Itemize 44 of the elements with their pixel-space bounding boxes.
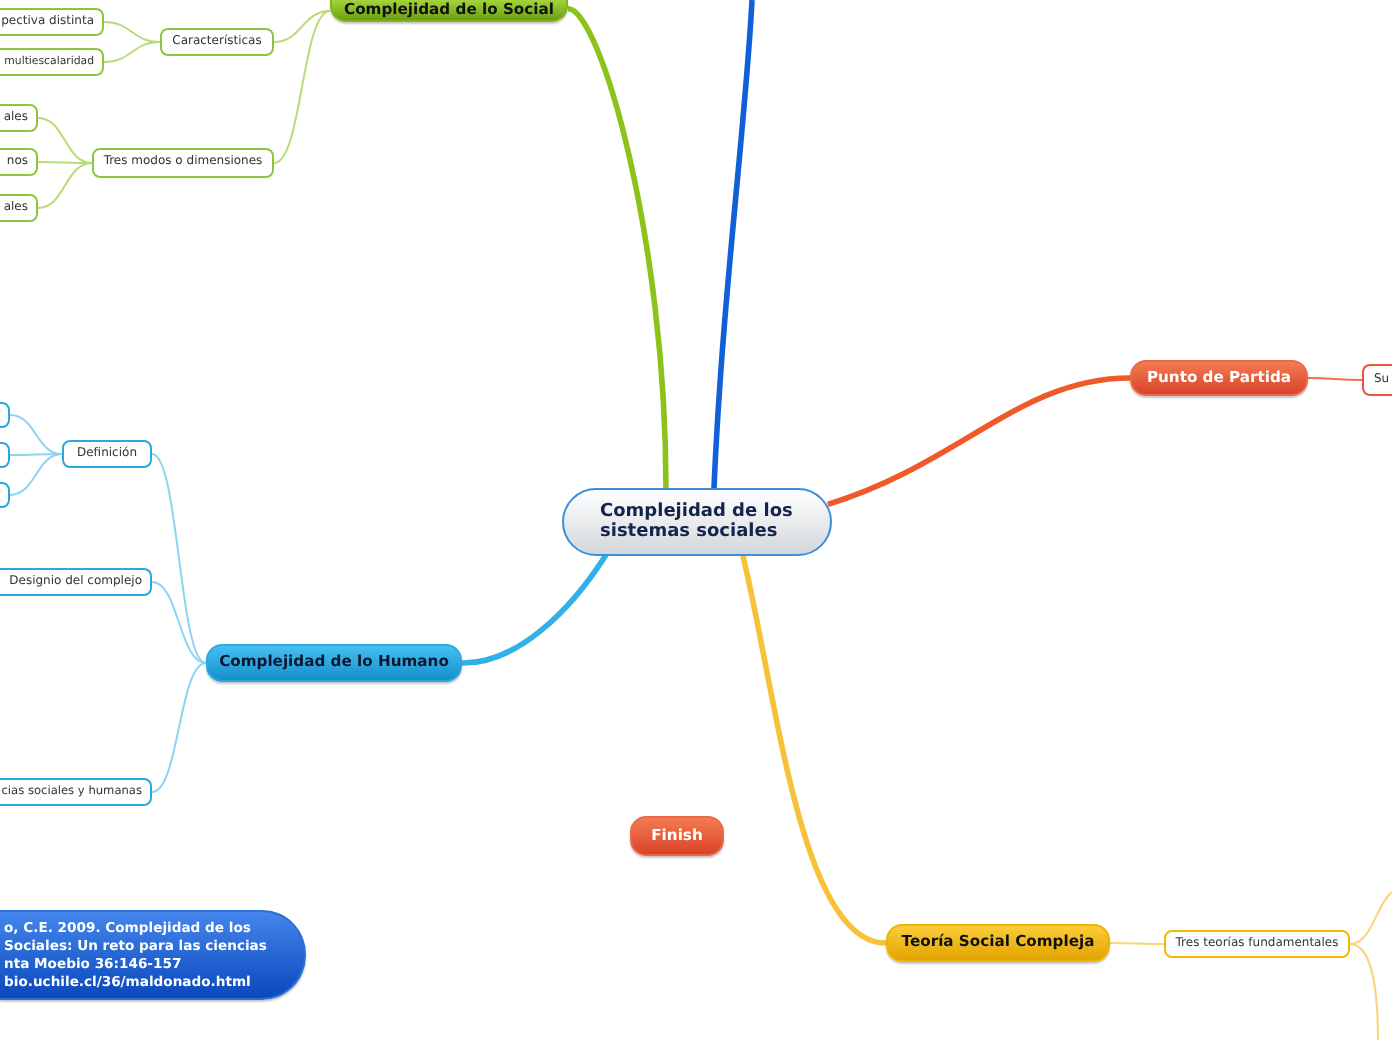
- topic-box: [330, 0, 568, 22]
- box-shape: [0, 402, 10, 428]
- subtopic-box: [0, 104, 38, 132]
- box-shape: [0, 482, 10, 508]
- subtopic-box: [0, 194, 38, 222]
- topic-box: [886, 924, 1110, 962]
- branch-line: [1307, 377, 1363, 381]
- branch-line: [103, 41, 161, 63]
- branch-line: [827, 375, 1131, 507]
- branch-line: [151, 581, 207, 664]
- branch-line: [461, 552, 609, 666]
- branch-line: [1349, 891, 1392, 945]
- branch-line: [37, 161, 93, 164]
- subtopic-box: [1362, 364, 1392, 396]
- box-shape: [0, 442, 10, 468]
- topic-box: [1130, 360, 1308, 396]
- subtopic-box: [62, 440, 152, 468]
- branch-line: [740, 555, 887, 946]
- topic-box: [206, 644, 462, 682]
- branch-line: [1109, 942, 1165, 945]
- branch-line: [566, 6, 669, 489]
- subtopic-box: [160, 28, 274, 56]
- subtopic-box: [0, 568, 152, 596]
- branch-line: [151, 662, 207, 793]
- branch-line: [273, 10, 331, 43]
- topic-box: [630, 816, 724, 856]
- branch-line: [9, 414, 63, 455]
- subtopic-box: [92, 148, 274, 178]
- subtopic-box: [0, 778, 152, 806]
- central-topic-box: [562, 488, 832, 556]
- branch-line: [711, 0, 755, 489]
- subtopic-box: [0, 148, 38, 176]
- branch-line: [9, 453, 63, 496]
- branch-line: [151, 453, 207, 664]
- subtopic-box: [1164, 930, 1350, 958]
- branch-line: [273, 10, 331, 164]
- central-topic-label: Complejidad de los sistemas sociales: [600, 501, 795, 543]
- branch-line: [37, 117, 93, 164]
- branch-line: [9, 453, 63, 456]
- reference-box: [0, 910, 306, 1000]
- subtopic-box: [0, 8, 104, 36]
- branch-line: [1349, 943, 1379, 1040]
- subtopic-box: [0, 48, 104, 76]
- branch-line: [37, 162, 93, 209]
